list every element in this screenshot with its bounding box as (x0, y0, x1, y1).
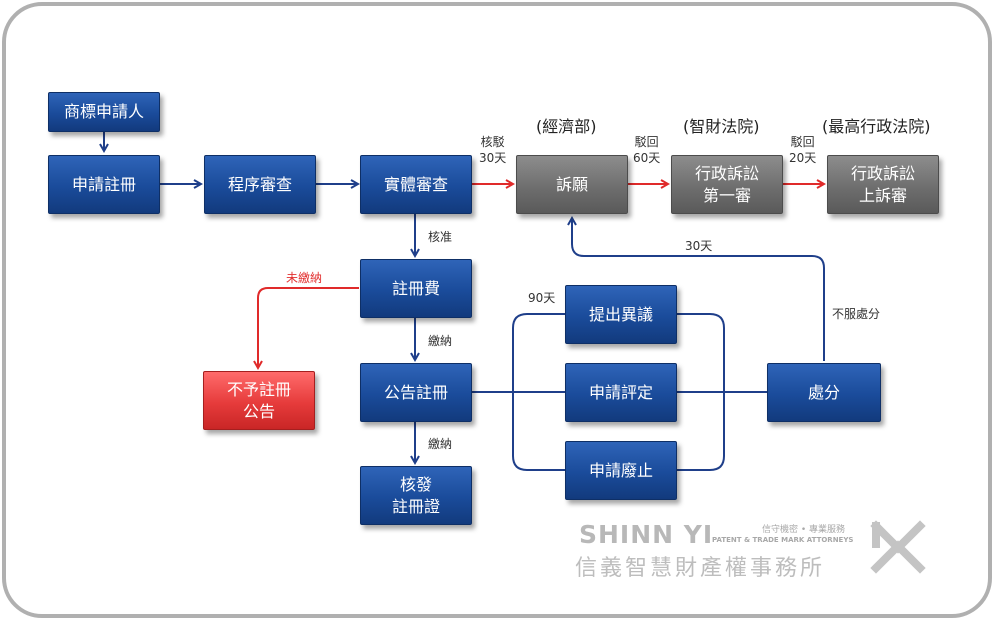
label-approved: 核准 (428, 230, 453, 244)
label-disagree: 不服處分 (832, 307, 881, 321)
edge-fee-not-registered (258, 287, 359, 368)
label-unpaid: 未繳納 (286, 271, 323, 285)
apply-register-box: 申請註冊 (48, 155, 160, 214)
not-registered-line2: 公告 (242, 401, 275, 421)
publish-register-box: 公告註冊 (360, 363, 472, 422)
label-court-rejected-line1: 駁回 (790, 135, 815, 149)
revocation-label: 申請廢止 (588, 460, 653, 480)
applicant-label: 商標申請人 (63, 102, 144, 121)
disposition-label: 處分 (807, 382, 840, 402)
apply-register-label: 申請註冊 (71, 174, 136, 194)
logo-tagline: 信守機密 • 專業服務 (762, 525, 846, 535)
heading-supreme-admin: (最高行政法院) (822, 117, 931, 136)
admin-appeal-box: 行政訴訟 上訴審 (827, 155, 939, 214)
publish-register-label: 公告註冊 (383, 382, 448, 402)
admin-first-line1: 行政訴訟 (694, 163, 759, 183)
substantive-review-box: 實體審查 (360, 155, 472, 214)
appeal-label: 訴願 (555, 174, 588, 194)
label-reject-line1: 核駁 (480, 135, 505, 149)
label-reject-line2: 30天 (479, 151, 507, 165)
revocation-box: 申請廢止 (565, 441, 677, 500)
disposition-box: 處分 (767, 363, 881, 422)
substantive-review-label: 實體審查 (383, 174, 448, 194)
applicant-box: 商標申請人 (48, 92, 160, 132)
procedural-review-label: 程序審查 (227, 174, 292, 194)
admin-appeal-line1: 行政訴訟 (850, 163, 915, 183)
invalidation-label: 申請評定 (588, 382, 653, 402)
reg-fee-label: 註冊費 (391, 278, 440, 298)
label-court-rejected-line2: 20天 (789, 151, 817, 165)
procedural-review-box: 程序審查 (204, 155, 316, 214)
label-appeal-rejected-line1: 駁回 (634, 135, 659, 149)
logo-mark-icon (870, 520, 926, 574)
label-paid-1: 繳納 (428, 334, 453, 348)
label-appeal-rejected: 駁回 60天 (633, 134, 660, 166)
admin-first-line2: 第一審 (702, 185, 751, 205)
issue-cert-line2: 註冊證 (391, 496, 440, 516)
heading-ip-court: (智財法院) (683, 117, 760, 136)
admin-first-box: 行政訴訟 第一審 (671, 155, 783, 214)
outer-frame (2, 2, 992, 618)
invalidation-box: 申請評定 (565, 363, 677, 422)
appeal-box: 訴願 (516, 155, 628, 214)
label-appeal-rejected-line2: 60天 (633, 151, 661, 165)
logo-brand: SHINN YI (579, 520, 714, 549)
edge-disposition-appeal (572, 218, 825, 361)
label-thirty-days: 30天 (685, 239, 713, 253)
logo-subtitle: PATENT & TRADE MARK ATTORNEYS (712, 536, 854, 544)
logo-chinese-name: 信義智慧財產權事務所 (575, 556, 826, 581)
opposition-label: 提出異議 (588, 304, 653, 324)
issue-cert-line1: 核發 (399, 474, 432, 494)
issue-cert-box: 核發 註冊證 (360, 466, 472, 525)
reg-fee-box: 註冊費 (360, 259, 472, 318)
bracket-left (512, 313, 565, 471)
label-paid-2: 繳納 (428, 437, 453, 451)
not-registered-box: 不予註冊 公告 (203, 371, 315, 430)
label-reject: 核駁 30天 (479, 134, 506, 166)
heading-moea: (經濟部) (536, 117, 597, 136)
not-registered-line1: 不予註冊 (226, 379, 291, 399)
label-ninety-days: 90天 (528, 291, 556, 305)
label-court-rejected: 駁回 20天 (789, 134, 816, 166)
opposition-box: 提出異議 (565, 285, 677, 344)
admin-appeal-line2: 上訴審 (858, 185, 907, 205)
